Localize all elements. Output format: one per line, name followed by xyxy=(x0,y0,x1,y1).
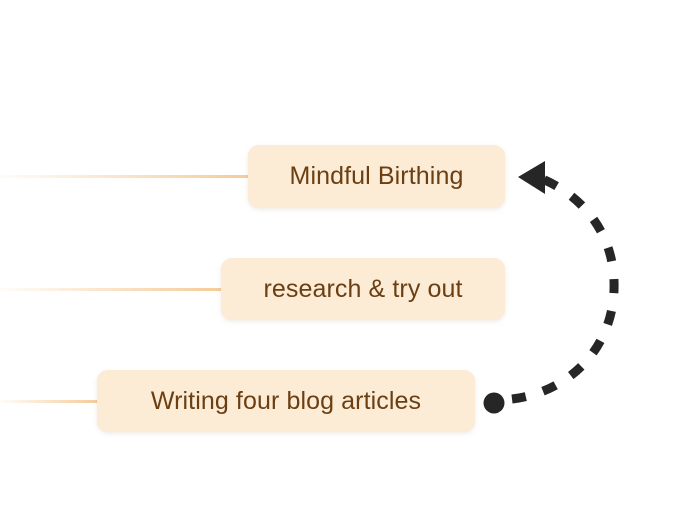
arc-start-dot xyxy=(483,392,505,414)
node-mindful-birthing[interactable]: Mindful Birthing xyxy=(248,145,505,208)
node-writing-four-blog-articles[interactable]: Writing four blog articles xyxy=(97,370,475,432)
connector-line-1 xyxy=(0,174,250,178)
node-research-try-out[interactable]: research & try out xyxy=(221,258,505,320)
dashed-arc-path xyxy=(511,173,619,404)
node-label: Writing four blog articles xyxy=(150,386,422,415)
node-label: research & try out xyxy=(263,274,463,303)
node-label: Mindful Birthing xyxy=(289,162,464,190)
connector-line-2 xyxy=(0,287,223,291)
arc-end-arrowhead xyxy=(518,161,545,194)
connector-line-3 xyxy=(0,399,99,403)
